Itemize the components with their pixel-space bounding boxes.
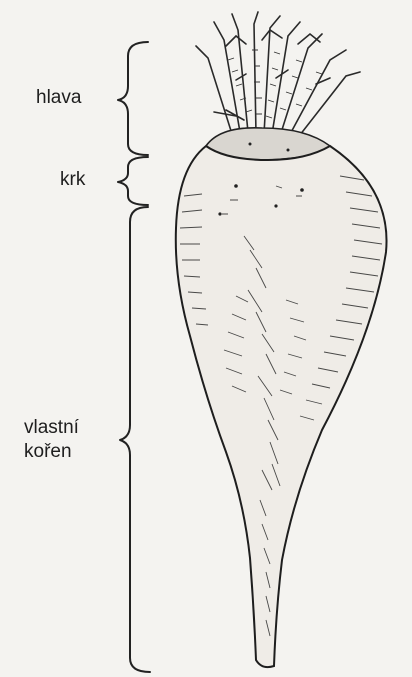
leaf-stalks [196, 12, 360, 140]
leaf-stalk-hatching [228, 50, 322, 118]
label-head: hlava [36, 86, 81, 110]
label-root: vlastní kořen [24, 416, 79, 464]
label-root-line2: kořen [24, 440, 79, 464]
bracket-head [118, 42, 148, 155]
bracket-root [120, 207, 150, 672]
label-neck: krk [60, 168, 85, 192]
brackets [118, 42, 150, 672]
bracket-neck [118, 157, 148, 205]
label-root-line1: vlastní [24, 416, 79, 440]
